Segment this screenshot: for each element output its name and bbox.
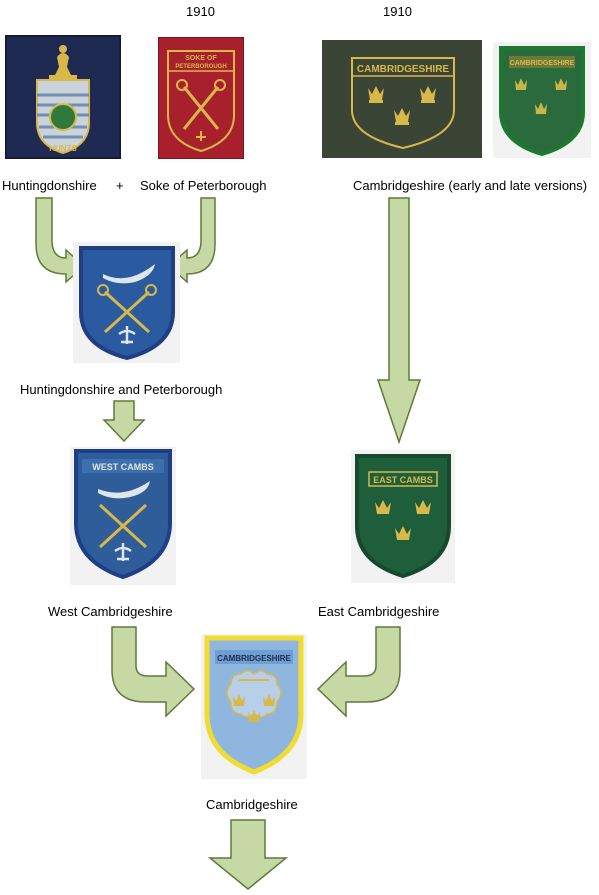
east-cambs-badge: EAST CAMBS [351,450,455,583]
label-cambridgeshire-early-late: Cambridgeshire (early and late versions) [353,178,588,193]
huntingdonshire-badge: HUNTS [5,35,121,159]
label-soke-of-peterborough: Soke of Peterborough [140,178,267,193]
label-cambridgeshire-final: Cambridgeshire [206,797,298,812]
west-cambs-badge: WEST CAMBS [70,447,176,585]
soke-badge-line2: PETERBOROUGH [175,64,226,70]
cambs-late-badge-text: CAMBRIDGESHIRE [510,60,575,67]
arrow-west-to-final [111,626,196,718]
arrow-final-down [207,819,289,890]
arrow-hp-to-west [102,400,146,443]
label-plus: + [116,178,124,193]
arrow-east-to-final [316,626,401,718]
cambridgeshire-late-badge: CAMBRIDGESHIRE [493,42,591,158]
west-cambs-badge-text: WEST CAMBS [92,462,154,472]
label-huntingdonshire-and-peterborough: Huntingdonshire and Peterborough [20,382,223,397]
east-cambs-badge-text: EAST CAMBS [373,475,433,485]
huntingdonshire-peterborough-badge [73,242,180,363]
hunts-badge-text: HUNTS [49,144,77,153]
cambridgeshire-final-badge: CAMBRIDGESHIRE [201,634,307,779]
label-east-cambridgeshire: East Cambridgeshire [318,604,440,619]
year-label-right: 1910 [383,4,412,19]
cambridgeshire-early-badge: CAMBRIDGESHIRE [322,40,482,158]
year-label-left: 1910 [186,4,215,19]
cambs-early-badge-text: CAMBRIDGESHIRE [357,64,450,75]
label-west-cambridgeshire: West Cambridgeshire [48,604,173,619]
label-huntingdonshire: Huntingdonshire [2,178,97,193]
soke-badge-line1: SOKE OF [185,55,217,62]
final-badge-text: CAMBRIDGESHIRE [217,654,291,663]
soke-of-peterborough-badge: SOKE OF PETERBOROUGH [158,37,244,159]
arrow-cambs-to-east [376,197,422,445]
